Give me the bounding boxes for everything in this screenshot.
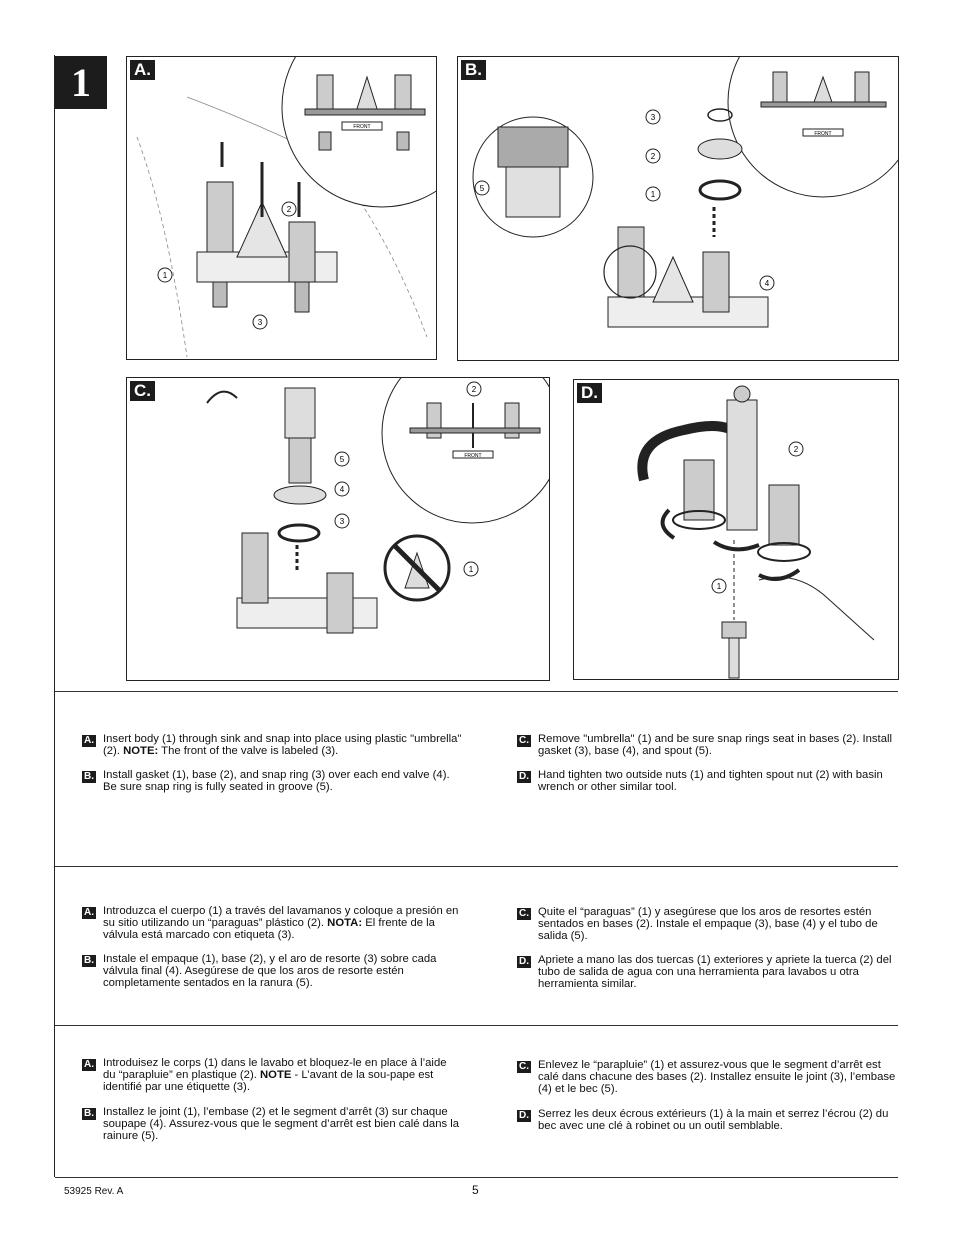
instruction-fr-d: D. Serrez les deux écrous extérieurs (1)… [517, 1108, 902, 1132]
step-badge: B. [82, 955, 96, 967]
step-badge: C. [517, 1061, 531, 1073]
instruction-text: Enlevez le “parapluie” (1) et assurez-vo… [538, 1059, 896, 1095]
note-label: NOTE: [123, 745, 159, 757]
step-number-badge: 1 [55, 56, 107, 109]
instruction-en-b: B. Install gasket (1), base (2), and sna… [82, 769, 462, 793]
callout-3: 3 [334, 513, 350, 529]
step-badge: A. [82, 907, 96, 919]
instruction-es-b: B. Instale el empaque (1), base (2), y e… [82, 953, 462, 989]
document-number: 53925 Rev. A [64, 1186, 124, 1197]
note-label: NOTA: [327, 917, 363, 929]
instruction-text: Remove "umbrella" (1) and be sure snap r… [538, 733, 892, 757]
instruction-text: Introduzca el cuerpo (1) a través del la… [103, 905, 459, 929]
instruction-es-a: A. Introduzca el cuerpo (1) a través del… [82, 905, 462, 941]
callout-1: 1 [157, 267, 173, 283]
note-label: NOTE [260, 1069, 292, 1081]
instruction-en-d: D. Hand tighten two outside nuts (1) and… [517, 769, 902, 793]
instruction-fr-a: A. Introduisez le corps (1) dans le lava… [82, 1057, 462, 1093]
callout-2: 2 [645, 148, 661, 164]
callout-2: 2 [466, 381, 482, 397]
callout-3: 3 [645, 109, 661, 125]
instruction-text: Serrez les deux écrous extérieurs (1) à … [538, 1108, 889, 1132]
instruction-text: Introduisez le corps (1) dans le lavabo … [103, 1057, 447, 1081]
step-badge: D. [517, 956, 531, 968]
instruction-es-c: C. Quite el “paraguas” (1) y asegúrese q… [517, 906, 902, 942]
front-label: FRONT [353, 124, 370, 130]
callout-1: 1 [711, 578, 727, 594]
callout-2: 2 [281, 201, 297, 217]
step-badge: B. [82, 1108, 96, 1120]
step-badge: C. [517, 908, 531, 920]
instruction-text: Instale el empaque (1), base (2), y el a… [103, 953, 437, 989]
instruction-fr-b: B. Installez le joint (1), l’embase (2) … [82, 1106, 462, 1142]
callout-3: 3 [252, 314, 268, 330]
svg-text:2: 2 [287, 205, 292, 214]
instruction-text: Insert body (1) through sink and snap in… [103, 733, 462, 757]
step-badge: D. [517, 771, 531, 783]
divider-line [55, 691, 898, 692]
page-number: 5 [472, 1183, 479, 1197]
svg-text:5: 5 [340, 455, 345, 464]
panel-a-illustration: FRONT 1 2 3 A. [126, 56, 437, 360]
callout-4: 4 [759, 275, 775, 291]
instruction-text: Installez le joint (1), l’embase (2) et … [103, 1106, 460, 1142]
valve-insert-illustration: FRONT 1 2 3 [136, 57, 436, 358]
step-badge: A. [82, 735, 96, 747]
svg-text:2: 2 [794, 445, 799, 454]
callout-2: 2 [788, 441, 804, 457]
gasket-install-illustration: FRONT 3 2 1 5 4 [472, 57, 898, 328]
panel-b-label: B. [461, 60, 486, 80]
svg-text:4: 4 [340, 485, 345, 494]
svg-text:4: 4 [765, 279, 770, 288]
callout-5: 5 [474, 180, 490, 196]
instruction-text: Hand tighten two outside nuts (1) and ti… [538, 769, 883, 793]
step-badge: A. [82, 1059, 96, 1071]
svg-text:3: 3 [651, 113, 656, 122]
page-frame [54, 55, 899, 1177]
tighten-nuts-illustration: 2 1 [637, 385, 875, 679]
panel-d-illustration: 2 1 D. [573, 379, 899, 680]
instruction-en-a: A. Insert body (1) through sink and snap… [82, 733, 462, 757]
instruction-es-d: D. Apriete a mano las dos tuercas (1) ex… [517, 954, 902, 990]
divider-line [55, 866, 898, 867]
panel-b-illustration: FRONT 3 2 1 5 4 B. [457, 56, 899, 361]
panel-c-label: C. [130, 381, 155, 401]
svg-text:3: 3 [258, 318, 263, 327]
spout-install-illustration: FRONT 2 5 4 3 1 [206, 378, 549, 634]
instruction-en-c: C. Remove "umbrella" (1) and be sure sna… [517, 733, 902, 757]
instruction-fr-c: C. Enlevez le “parapluie” (1) et assurez… [517, 1059, 902, 1095]
front-label: FRONT [814, 131, 831, 137]
instruction-text: El frente de la válvula está marcado con… [103, 917, 435, 941]
callout-4: 4 [334, 481, 350, 497]
instruction-text: Quite el “paraguas” (1) y asegúrese que … [538, 906, 878, 942]
callout-1: 1 [645, 186, 661, 202]
step-badge: C. [517, 735, 531, 747]
instruction-text: Apriete a mano las dos tuercas (1) exter… [538, 954, 892, 990]
step-badge: B. [82, 771, 96, 783]
divider-line [55, 1025, 898, 1026]
front-label: FRONT [464, 453, 481, 459]
svg-text:2: 2 [472, 385, 477, 394]
svg-text:1: 1 [717, 582, 722, 591]
svg-text:2: 2 [651, 152, 656, 161]
svg-text:1: 1 [651, 190, 656, 199]
instruction-text: The front of the valve is labeled (3). [158, 745, 339, 757]
callout-5: 5 [334, 451, 350, 467]
svg-text:1: 1 [469, 565, 474, 574]
instruction-text: - L’avant de la sou-pape est identifié p… [103, 1069, 434, 1093]
svg-text:1: 1 [163, 271, 168, 280]
divider-line [55, 1177, 898, 1178]
panel-d-label: D. [577, 383, 602, 403]
panel-c-illustration: FRONT 2 5 4 3 1 C. [126, 377, 550, 681]
instruction-text: Install gasket (1), base (2), and snap r… [103, 769, 450, 793]
step-badge: D. [517, 1110, 531, 1122]
callout-1: 1 [463, 561, 479, 577]
panel-a-label: A. [130, 60, 155, 80]
svg-text:3: 3 [340, 517, 345, 526]
svg-text:5: 5 [480, 184, 485, 193]
